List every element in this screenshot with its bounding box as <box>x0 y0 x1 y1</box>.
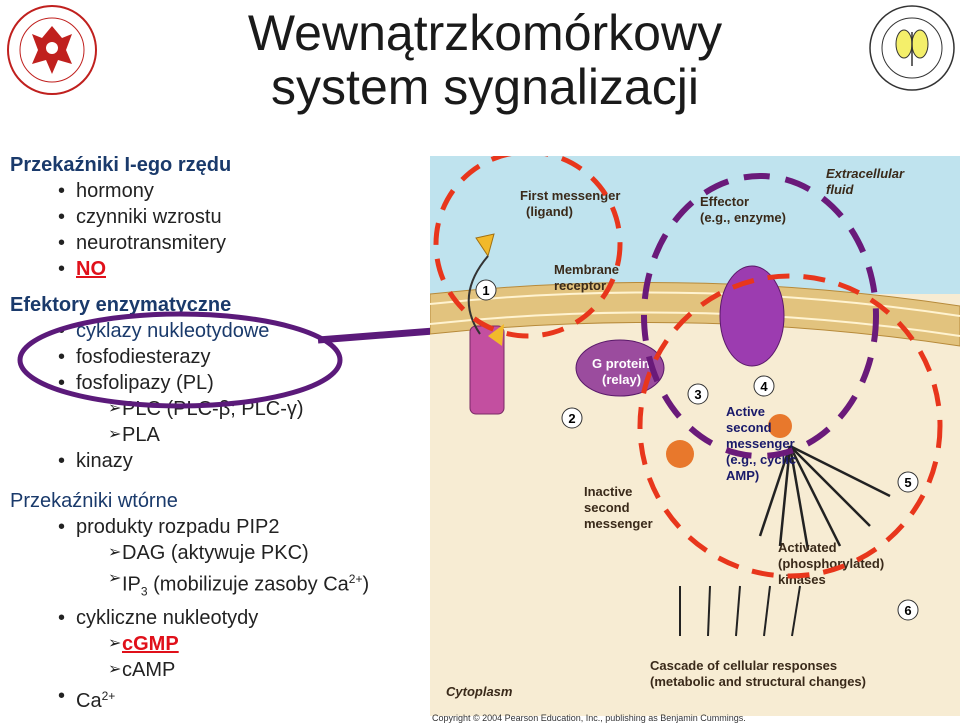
list-item: produkty rozpadu PIP2 <box>10 514 430 540</box>
inactive-second-label-3: messenger <box>584 516 653 531</box>
active-second-label-5: AMP) <box>726 468 759 483</box>
g-protein-label-1: G protein <box>592 356 650 371</box>
g-protein-label-2: (relay) <box>602 372 641 387</box>
institute-logo <box>869 5 955 91</box>
list-item: Ca2+ <box>10 683 430 715</box>
list-item: fosfolipazy (PL) <box>10 370 430 396</box>
sub-list-item: IP3 (mobilizuje zasoby Ca2+) <box>10 566 430 605</box>
title-line-2: system sygnalizacji <box>271 59 699 115</box>
section-heading-effectors: Efektory enzymatyczne <box>10 294 232 316</box>
kinase-arrows <box>758 444 891 551</box>
list-item: cykliczne nukleotydy <box>10 605 430 631</box>
g-protein-shape <box>575 339 665 397</box>
cascade-arrows <box>679 585 801 637</box>
active-second-label-3: messenger <box>726 436 795 451</box>
cascade-label-2: (metabolic and structural changes) <box>650 674 866 689</box>
list-item: neurotransmitery <box>10 230 430 256</box>
step-5: 5 <box>904 475 911 490</box>
receptor-label-2: receptor <box>554 278 606 293</box>
cytoplasm-label: Cytoplasm <box>446 684 513 699</box>
red-dashed-circle-second-messenger <box>637 273 943 579</box>
copyright-text: Copyright © 2004 Pearson Education, Inc.… <box>432 713 746 723</box>
sub-list-item: cGMP <box>10 631 430 657</box>
purple-dashed-circle-effector <box>641 173 879 459</box>
list-item: kinazy <box>10 448 430 474</box>
first-messenger-ligand <box>475 233 495 258</box>
list-item: fosfodiesterazy <box>10 344 430 370</box>
extracellular-label-1: Extracellular <box>826 166 905 181</box>
effector-enzyme-shape <box>719 265 785 367</box>
active-second-label-2: second <box>726 420 772 435</box>
list-item: czynniki wzrostu <box>10 204 430 230</box>
list-item: hormony <box>10 178 430 204</box>
inactive-second-label-1: Inactive <box>584 484 632 499</box>
inactive-second-messenger-dot <box>666 440 694 468</box>
sub-list-item: PLA <box>10 422 430 448</box>
step-4: 4 <box>760 379 768 394</box>
effector-label-2: (e.g., enzyme) <box>700 210 786 225</box>
step-6: 6 <box>904 603 911 618</box>
cell-membrane <box>430 281 960 347</box>
effector-label-1: Effector <box>700 194 749 209</box>
red-dashed-circle-first-messenger <box>433 156 623 339</box>
active-second-label-1: Active <box>726 404 765 419</box>
signaling-diagram: G protein (relay) Extracellular fluid Fi… <box>430 156 960 716</box>
sub-list-item: DAG (aktywuje PKC) <box>10 540 430 566</box>
section-heading-first-messengers: Przekaźniki I-ego rzędu <box>10 154 232 176</box>
inactive-second-label-2: second <box>584 500 630 515</box>
left-text-panel: Przekaźniki I-ego rzędu hormony czynniki… <box>10 152 430 714</box>
page-title: Wewnątrzkomórkowy system sygnalizacji <box>200 6 770 114</box>
first-messenger-label-1: First messenger <box>520 188 620 203</box>
list-item: NO <box>10 256 430 282</box>
university-seal-logo <box>7 5 97 95</box>
first-messenger-label-2: (ligand) <box>526 204 573 219</box>
ligand-on-receptor <box>488 324 504 346</box>
sub-list-item: cAMP <box>10 657 430 683</box>
cascade-label-1: Cascade of cellular responses <box>650 658 837 673</box>
step-3: 3 <box>694 387 701 402</box>
receptor-label-1: Membrane <box>554 262 619 277</box>
purple-highlight-ellipse <box>17 311 343 409</box>
extracellular-label-2: fluid <box>826 182 854 197</box>
section-heading-second-messengers: Przekaźniki wtórne <box>10 490 178 512</box>
active-second-messenger-dot <box>768 414 792 438</box>
step-2: 2 <box>568 411 575 426</box>
title-line-1: Wewnątrzkomórkowy <box>247 5 723 61</box>
kinases-label-1: Activated <box>778 540 837 555</box>
step-1: 1 <box>482 283 489 298</box>
